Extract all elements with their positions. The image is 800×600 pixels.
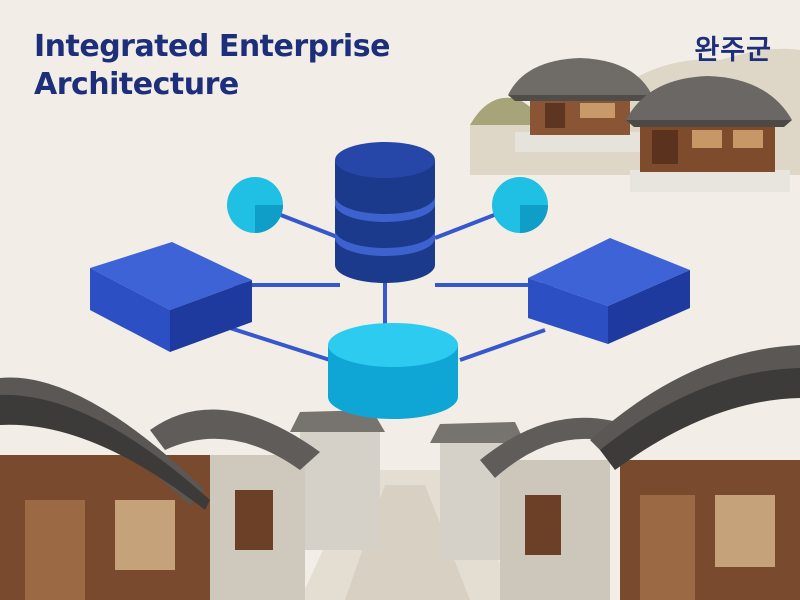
page-title: Integrated Enterprise Architecture	[34, 28, 390, 104]
hanok-row-left	[0, 377, 385, 600]
server-block-icon	[528, 238, 690, 344]
title-line-2: Architecture	[34, 67, 239, 102]
hanok-row-right	[430, 345, 800, 600]
database-cylinder-icon	[335, 142, 435, 283]
hanok-house-front	[626, 76, 792, 192]
cyan-node-icon	[492, 177, 548, 233]
cyan-node-icon	[227, 177, 283, 233]
title-line-1: Integrated Enterprise	[34, 29, 390, 64]
server-block-icon	[90, 242, 252, 352]
hanok-house-back	[508, 58, 652, 152]
storage-disk-icon	[328, 323, 458, 419]
region-label: 완주군	[694, 35, 772, 66]
